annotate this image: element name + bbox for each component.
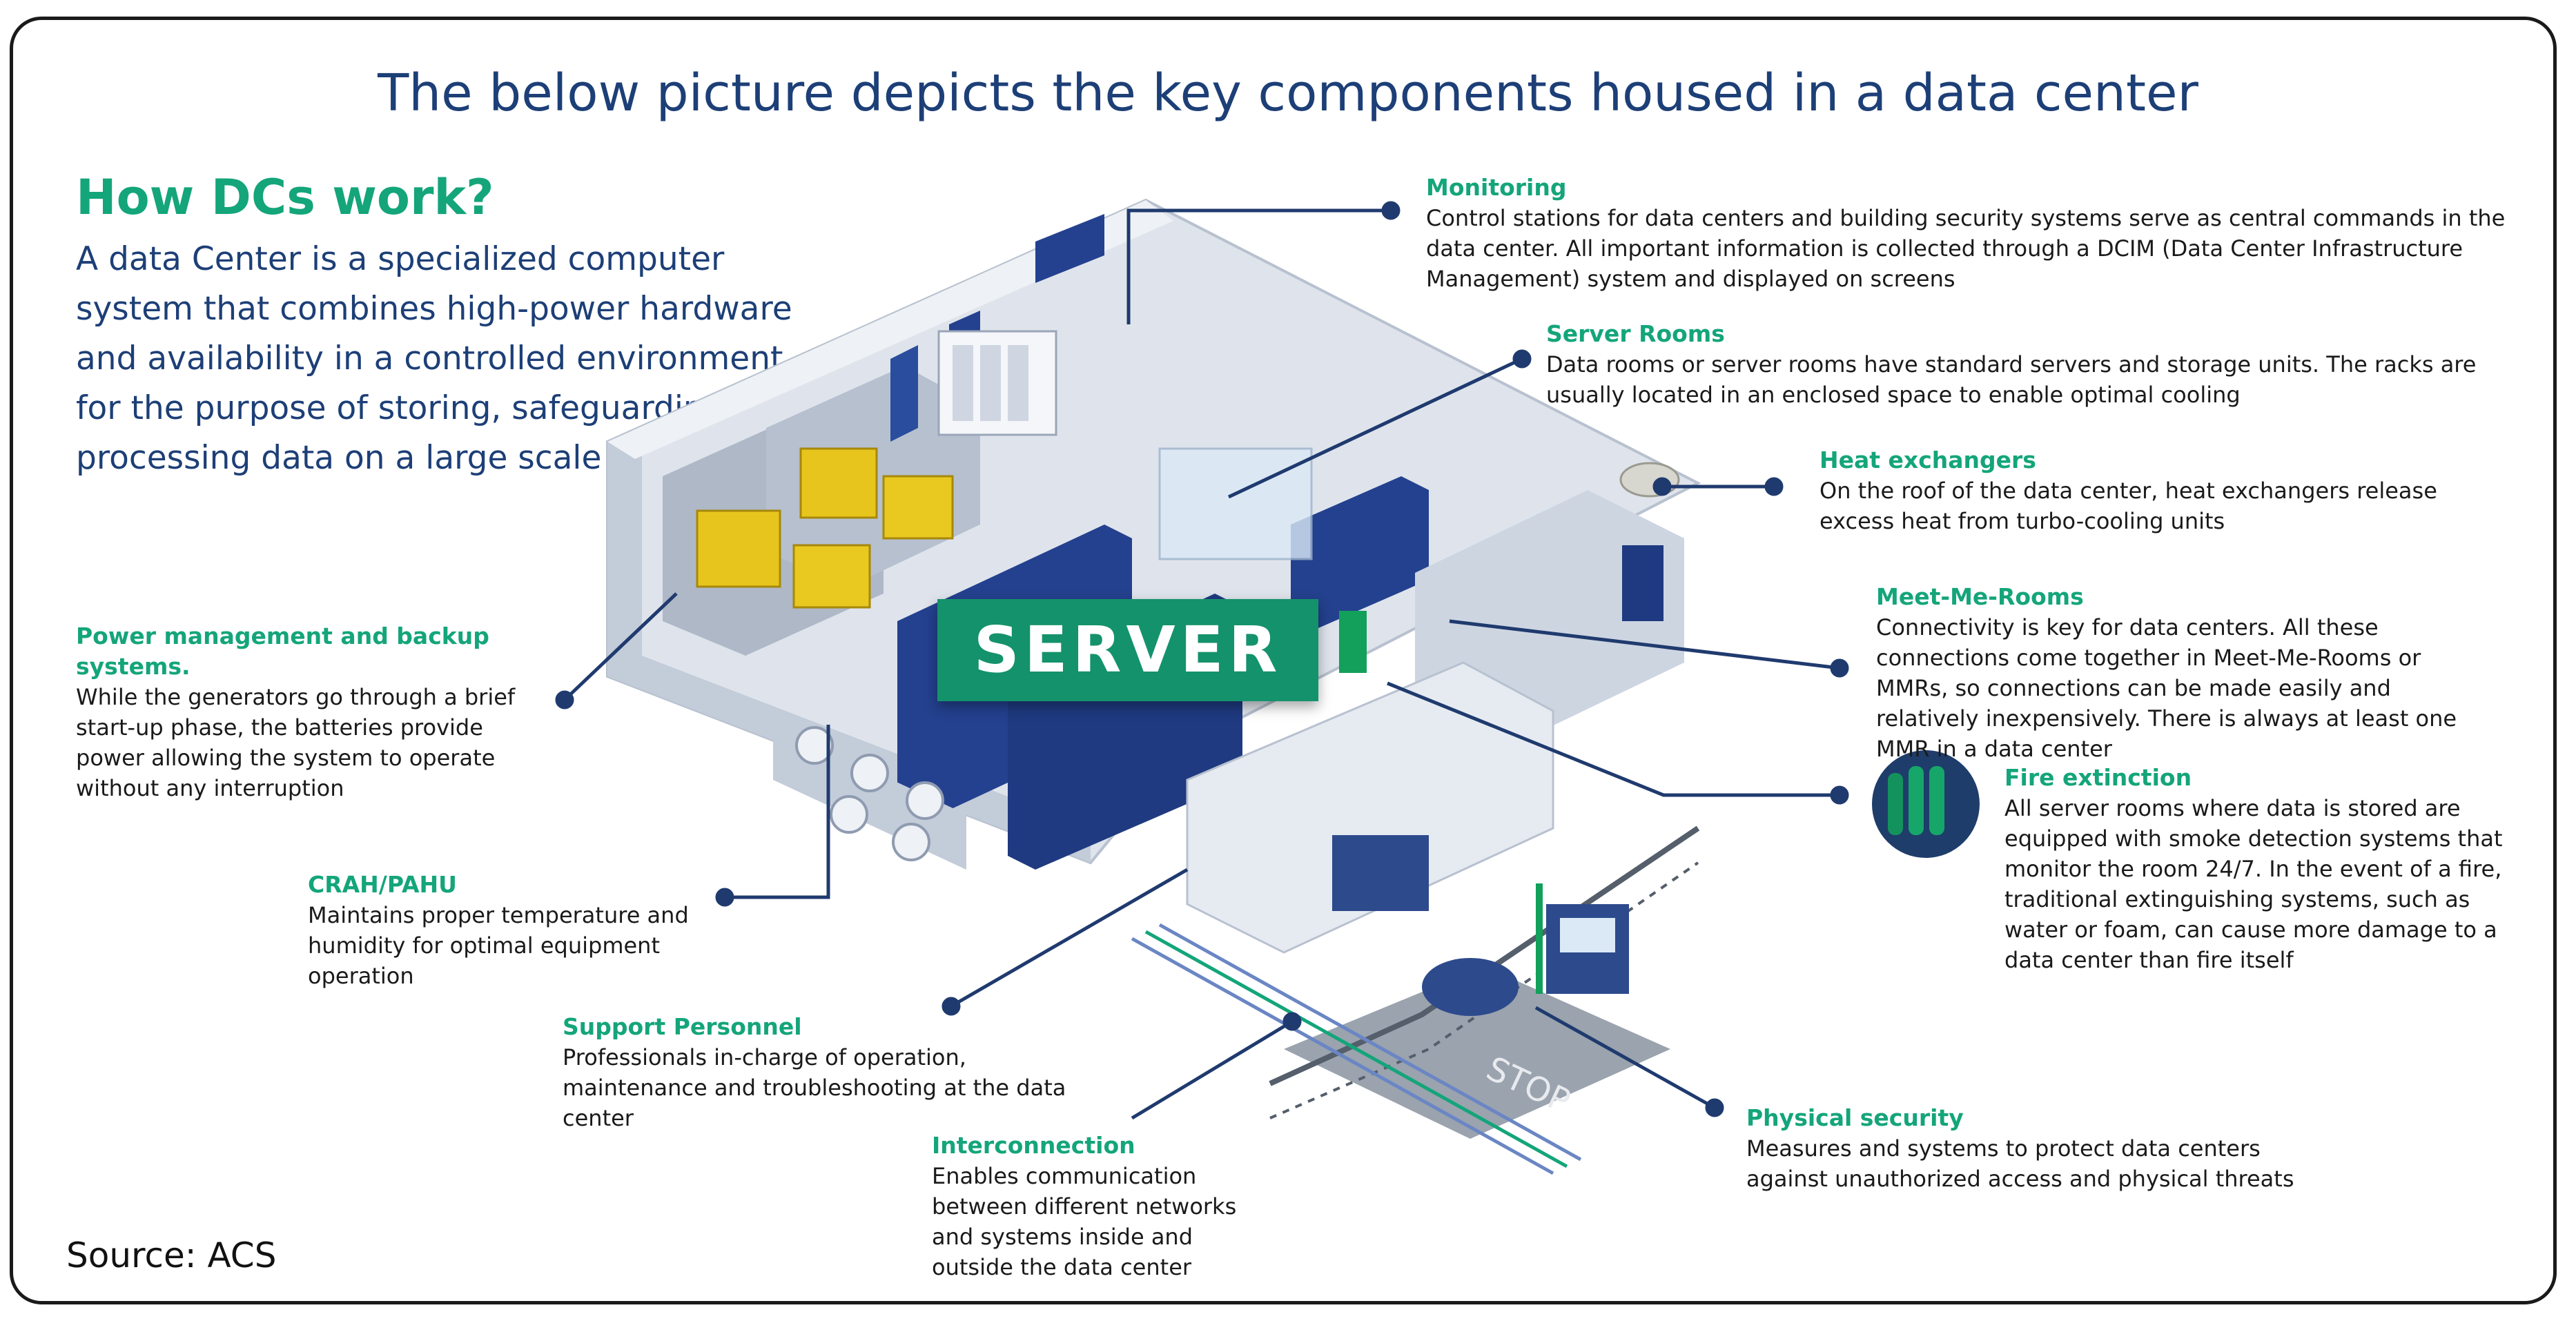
callout-title: Heat exchangers (1819, 447, 2036, 473)
crah-fan (830, 795, 868, 834)
callout-text: Control stations for data centers and bu… (1426, 205, 2506, 292)
page-title: The below picture depicts the key compon… (378, 63, 2198, 123)
leader-line-crah (725, 725, 830, 899)
leader-dot-fire-extinction (1830, 785, 1849, 805)
callout-title: Support Personnel (563, 1013, 802, 1040)
callout-interconnection: Interconnection Enables communication be… (932, 1131, 1277, 1282)
leader-dot-heat-exchangers (1764, 477, 1784, 496)
security-fence (1269, 825, 1700, 1086)
callout-text: On the roof of the data center, heat exc… (1819, 478, 2437, 534)
callout-text: While the generators go through a brief … (76, 684, 516, 801)
leader-dot-support (941, 997, 961, 1016)
server-badge: SERVER (937, 599, 1318, 701)
leader-line-support (950, 868, 1189, 1008)
callout-text: All server rooms where data is stored ar… (2004, 795, 2503, 973)
leader-dot-heat-exchangers (1652, 477, 1672, 496)
callout-crah-pahu: CRAH/PAHU Maintains proper temperature a… (308, 870, 750, 991)
road (1284, 966, 1670, 1139)
generator-unit (882, 475, 954, 540)
leader-line-fire-extinction (1387, 681, 1840, 797)
blue-panel (1035, 214, 1104, 283)
callout-text: Data rooms or server rooms have standard… (1546, 351, 2477, 408)
leader-line-power (563, 592, 678, 701)
extinguisher-cylinder (1929, 766, 1944, 835)
server-rack-row (1291, 476, 1429, 628)
generator-unit (792, 544, 871, 609)
extinguisher-cylinder (1888, 773, 1903, 835)
callout-title: Monitoring (1426, 174, 1567, 201)
callout-title: Physical security (1746, 1104, 1964, 1131)
interconnection-line (1144, 930, 1568, 1168)
callout-support-personnel: Support Personnel Professionals in-charg… (563, 1012, 1101, 1133)
guard-booth-window (1560, 918, 1615, 952)
control-cabinet (980, 345, 1001, 421)
interconnection-line (1131, 937, 1554, 1175)
intro-paragraph: A data Center is a specialized computer … (76, 240, 796, 477)
callout-text: Maintains proper temperature and humidit… (308, 902, 689, 989)
generator-unit (799, 447, 878, 519)
leader-dot-interconnection (1282, 1012, 1302, 1031)
callout-physical-security: Physical security Measures and systems t… (1746, 1103, 2340, 1194)
source-credit: Source: ACS (66, 1235, 277, 1275)
callout-text: Professionals in-charge of operation, ma… (563, 1044, 1066, 1131)
callout-meet-me-rooms: Meet-Me-Rooms Connectivity is key for da… (1876, 582, 2484, 764)
blue-panel (890, 345, 918, 442)
loading-door (1332, 835, 1429, 911)
extinguisher-cylinder (1909, 766, 1924, 835)
server-room-glass (1158, 447, 1313, 560)
callout-heat-exchangers: Heat exchangers On the roof of the data … (1819, 445, 2503, 536)
section-heading: How DCs work? (76, 169, 494, 226)
crah-fan (795, 726, 834, 765)
car (1422, 958, 1519, 1016)
loading-bay (1186, 661, 1554, 954)
leader-line-interconnection (1131, 1019, 1294, 1120)
callout-text: Connectivity is key for data centers. Al… (1876, 614, 2457, 762)
callout-fire-extinction: Fire extinction All server rooms where d… (2004, 763, 2529, 975)
leader-dot-crah (715, 888, 734, 907)
callout-title: Power management and backup systems. (76, 623, 489, 680)
callout-title: CRAH/PAHU (308, 871, 457, 898)
leader-line-monitoring (1126, 208, 1391, 324)
generator-unit (696, 509, 781, 588)
leader-line-server-rooms (1227, 357, 1523, 499)
crah-fan (906, 781, 944, 820)
leader-dot-server-rooms (1512, 349, 1532, 369)
leader-line-meet-me-rooms (1449, 619, 1840, 670)
control-cabinet (953, 345, 973, 421)
leader-dot-meet-me-rooms (1830, 658, 1849, 678)
control-cabinet (1008, 345, 1028, 421)
callout-title: Interconnection (932, 1132, 1135, 1159)
wall-display (1622, 545, 1663, 621)
leader-line-physical-security (1534, 1006, 1716, 1110)
crah-fan (892, 823, 930, 861)
callout-title: Meet-Me-Rooms (1876, 583, 2084, 610)
callout-title: Server Rooms (1546, 320, 1725, 347)
callout-server-rooms: Server Rooms Data rooms or server rooms … (1546, 319, 2499, 410)
infographic-frame (10, 17, 2557, 1304)
building-top-band (607, 200, 1173, 459)
callout-text: Measures and systems to protect data cen… (1746, 1135, 2294, 1192)
callout-text: Enables communication between different … (932, 1163, 1237, 1280)
leader-dot-physical-security (1705, 1098, 1724, 1117)
fire-cabinet (1339, 611, 1367, 673)
leader-dot-power (555, 690, 574, 710)
callout-monitoring: Monitoring Control stations for data cen… (1426, 173, 2510, 294)
leader-dot-monitoring (1381, 201, 1401, 220)
interconnection-line (1158, 923, 1582, 1162)
callout-power-management: Power management and backup systems. Whi… (76, 621, 552, 803)
callout-title: Fire extinction (2004, 764, 2192, 791)
crah-fan (850, 754, 889, 792)
